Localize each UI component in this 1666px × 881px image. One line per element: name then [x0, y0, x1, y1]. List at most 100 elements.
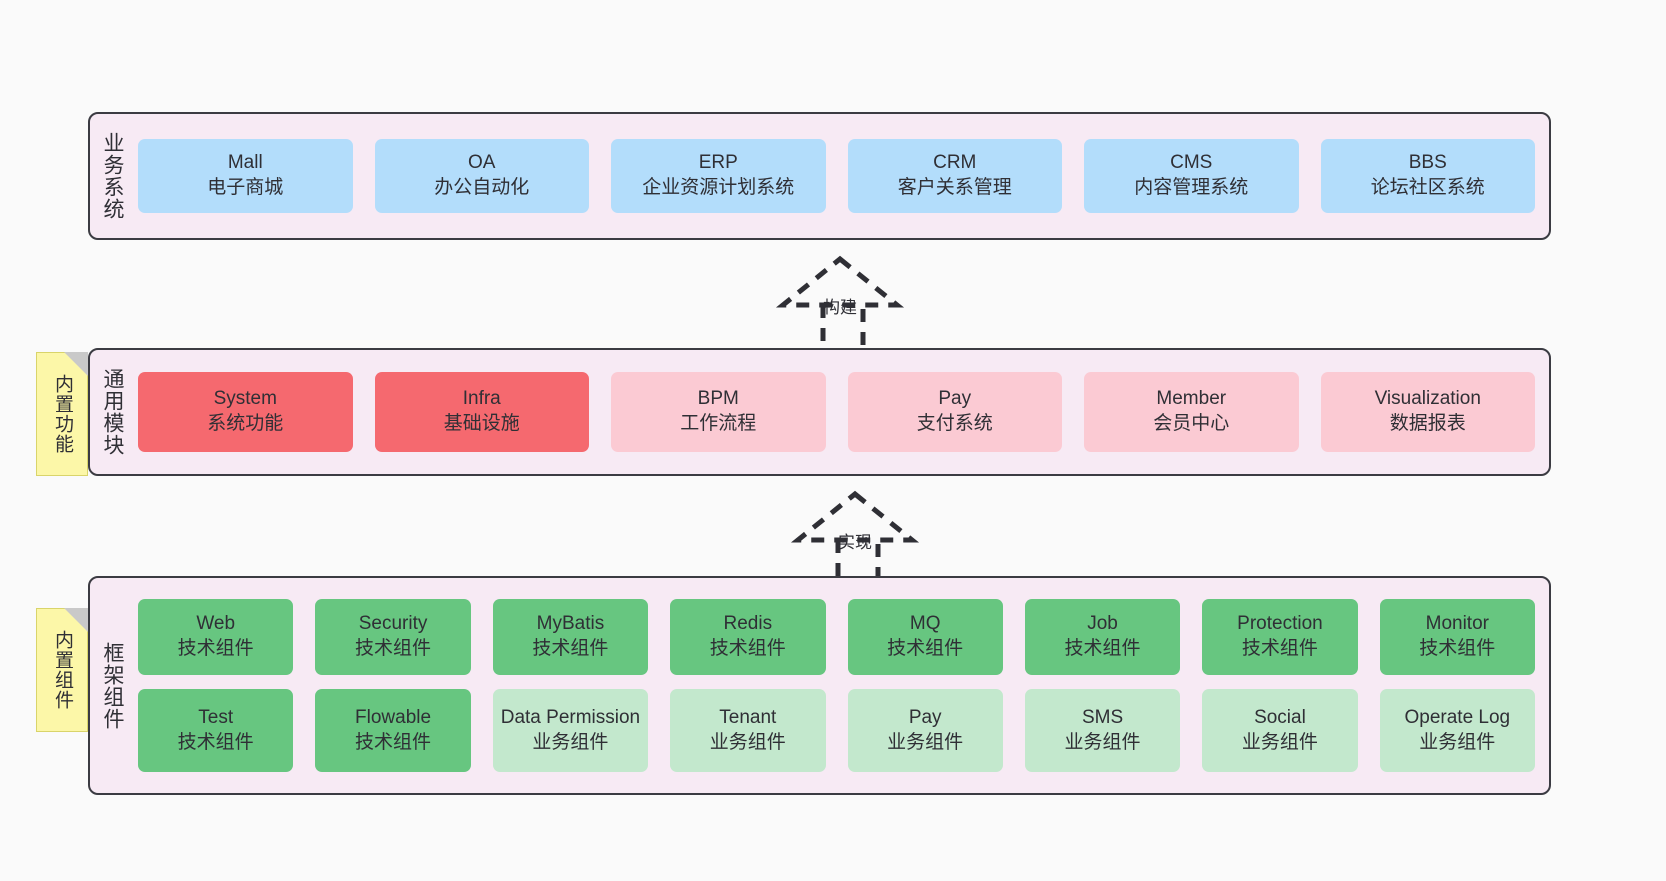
framework-component-web[interactable]: Web 技术组件 — [138, 599, 294, 675]
box-title: BBS — [1408, 152, 1447, 174]
box-subtitle: 技术组件 — [177, 638, 254, 659]
box-subtitle: 支付系统 — [916, 413, 993, 434]
box-subtitle: 企业资源计划系统 — [642, 177, 795, 198]
connector-implement-label: 实现 — [838, 533, 872, 552]
framework-component-data-permission[interactable]: Data Permission 业务组件 — [492, 689, 649, 772]
box-subtitle: 工作流程 — [680, 413, 757, 434]
box-subtitle: 基础设施 — [443, 413, 520, 434]
box-title: Tenant — [719, 706, 777, 728]
common-module-visualization[interactable]: Visualization 数据报表 — [1320, 372, 1535, 452]
box-title: BPM — [697, 388, 739, 410]
connector-build: 构建 — [745, 253, 935, 353]
box-subtitle: 技术组件 — [532, 638, 609, 659]
business-system-mall[interactable]: Mall 电子商城 — [138, 139, 353, 213]
business-system-oa[interactable]: OA 办公自动化 — [374, 139, 589, 213]
framework-component-mybatis[interactable]: MyBatis 技术组件 — [492, 599, 649, 675]
box-title: OA — [468, 152, 496, 174]
framework-component-protection[interactable]: Protection 技术组件 — [1202, 599, 1358, 675]
box-title: Monitor — [1425, 613, 1489, 635]
common-module-member[interactable]: Member 会员中心 — [1084, 372, 1299, 452]
box-subtitle: 会员中心 — [1153, 413, 1230, 434]
layer-business-systems-title: 业务系统 — [100, 132, 124, 220]
layer-common-modules: 通用模块 System 系统功能 Infra 基础设施 BPM 工作流程 Pay… — [88, 348, 1551, 476]
business-system-crm[interactable]: CRM 客户关系管理 — [847, 139, 1062, 213]
common-module-infra[interactable]: Infra 基础设施 — [374, 372, 589, 452]
business-system-cms[interactable]: CMS 内容管理系统 — [1084, 139, 1299, 213]
framework-component-sms[interactable]: SMS 业务组件 — [1024, 689, 1181, 772]
box-title: Infra — [462, 388, 501, 410]
note-builtin-components-label: 内置组件 — [52, 630, 74, 710]
box-title: System — [213, 388, 277, 410]
box-subtitle: 业务组件 — [1064, 731, 1141, 753]
framework-component-test[interactable]: Test 技术组件 — [138, 689, 294, 772]
box-title: CRM — [933, 152, 977, 174]
box-title: Redis — [723, 613, 773, 635]
box-title: SMS — [1081, 706, 1124, 728]
box-subtitle: 技术组件 — [709, 638, 786, 659]
connector-build-label: 构建 — [823, 298, 857, 317]
common-module-system[interactable]: System 系统功能 — [138, 372, 353, 452]
note-builtin-components: 内置组件 — [36, 608, 88, 732]
box-subtitle: 客户关系管理 — [897, 177, 1012, 198]
framework-component-mq[interactable]: MQ 技术组件 — [847, 599, 1003, 675]
common-modules-row: System 系统功能 Infra 基础设施 BPM 工作流程 Pay 支付系统… — [138, 372, 1535, 452]
box-subtitle: 技术组件 — [1419, 638, 1496, 659]
layer-framework-components-title: 框架组件 — [100, 641, 124, 730]
box-title: CMS — [1170, 152, 1213, 174]
business-system-bbs[interactable]: BBS 论坛社区系统 — [1320, 139, 1535, 213]
layer-business-systems: 业务系统 Mall 电子商城 OA 办公自动化 ERP 企业资源计划系统 CRM… — [88, 112, 1551, 240]
box-title: MyBatis — [536, 613, 605, 635]
framework-component-tenant[interactable]: Tenant 业务组件 — [670, 689, 826, 772]
box-subtitle: 技术组件 — [177, 731, 254, 753]
layer-common-modules-body: System 系统功能 Infra 基础设施 BPM 工作流程 Pay 支付系统… — [134, 350, 1549, 474]
box-subtitle: 论坛社区系统 — [1370, 177, 1485, 198]
framework-component-flowable[interactable]: Flowable 技术组件 — [315, 689, 471, 772]
box-title: Web — [196, 613, 236, 635]
box-title: ERP — [698, 152, 738, 174]
box-subtitle: 业务组件 — [1419, 731, 1496, 753]
box-subtitle: 技术组件 — [355, 731, 432, 753]
business-systems-row: Mall 电子商城 OA 办公自动化 ERP 企业资源计划系统 CRM 客户关系… — [138, 139, 1535, 213]
note-builtin-features-label: 内置功能 — [52, 374, 74, 454]
business-system-erp[interactable]: ERP 企业资源计划系统 — [611, 139, 826, 213]
arrow-stem — [835, 540, 881, 588]
box-subtitle: 内容管理系统 — [1134, 177, 1249, 198]
framework-component-monitor[interactable]: Monitor 技术组件 — [1379, 599, 1535, 675]
box-subtitle: 系统功能 — [207, 413, 284, 434]
common-module-bpm[interactable]: BPM 工作流程 — [611, 372, 826, 452]
box-title: Pay — [908, 706, 942, 728]
box-subtitle: 技术组件 — [1064, 638, 1141, 659]
framework-component-social[interactable]: Social 业务组件 — [1202, 689, 1358, 772]
box-title: Mall — [227, 152, 263, 174]
framework-components-row-2: Test 技术组件 Flowable 技术组件 Data Permission … — [138, 689, 1535, 772]
layer-business-systems-body: Mall 电子商城 OA 办公自动化 ERP 企业资源计划系统 CRM 客户关系… — [134, 114, 1549, 238]
layer-framework-components: 框架组件 Web 技术组件 Security 技术组件 MyBatis 技术组件… — [88, 576, 1551, 795]
box-subtitle: 业务组件 — [709, 731, 786, 753]
framework-component-pay[interactable]: Pay 业务组件 — [847, 689, 1003, 772]
box-title: Protection — [1237, 613, 1323, 635]
box-title: MQ — [909, 613, 941, 635]
connector-implement: 实现 — [760, 488, 950, 588]
box-title: Member — [1156, 388, 1227, 410]
layer-common-modules-title: 通用模块 — [100, 368, 124, 456]
box-subtitle: 数据报表 — [1389, 413, 1466, 434]
framework-component-security[interactable]: Security 技术组件 — [315, 599, 471, 675]
box-title: Flowable — [355, 706, 432, 728]
box-title: Security — [358, 613, 428, 635]
common-module-pay[interactable]: Pay 支付系统 — [847, 372, 1062, 452]
box-subtitle: 电子商城 — [207, 177, 284, 198]
box-title: Test — [198, 706, 234, 728]
box-title: Job — [1087, 613, 1118, 635]
box-title: Operate Log — [1404, 706, 1511, 728]
box-subtitle: 技术组件 — [355, 638, 432, 659]
note-builtin-features: 内置功能 — [36, 352, 88, 476]
framework-component-operate-log[interactable]: Operate Log 业务组件 — [1379, 689, 1535, 772]
arrow-stem — [820, 305, 866, 353]
box-subtitle: 技术组件 — [887, 638, 964, 659]
box-subtitle: 技术组件 — [1241, 638, 1318, 659]
framework-component-redis[interactable]: Redis 技术组件 — [670, 599, 826, 675]
framework-component-job[interactable]: Job 技术组件 — [1024, 599, 1181, 675]
box-subtitle: 业务组件 — [532, 731, 609, 753]
box-title: Social — [1254, 706, 1306, 728]
